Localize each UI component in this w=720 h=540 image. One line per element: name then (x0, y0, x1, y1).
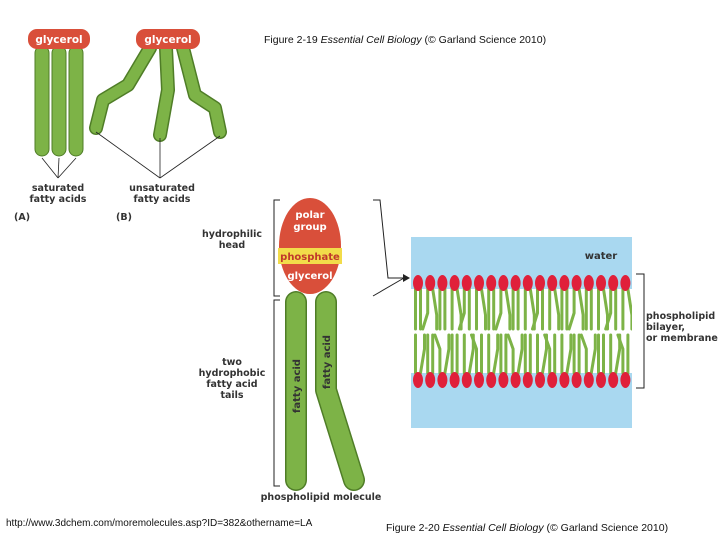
lipid-head-top (425, 275, 436, 291)
lipid-head-bottom (535, 372, 545, 388)
lipid-tail (457, 287, 466, 331)
lipid-head-bottom (608, 372, 619, 388)
lipid-head-top (486, 275, 497, 291)
lipid-tail (553, 287, 561, 331)
brackets (273, 199, 280, 487)
lipid-head-top (547, 275, 558, 291)
lipid-tail (480, 287, 487, 331)
lipid-tail (443, 333, 451, 375)
panel-b-label: (B) (116, 212, 132, 223)
glycerol-head-a: glycerol (28, 29, 90, 49)
lipid-tail (433, 333, 442, 375)
panel-a-label: (A) (14, 212, 31, 223)
connector-arrows (372, 199, 410, 297)
glycerol-head-b: glycerol (136, 29, 200, 49)
fatty-acid-label-2: fatty acid (322, 335, 333, 389)
lipid-head-top (413, 275, 423, 291)
lipid-head-top (437, 275, 448, 291)
polar-head (278, 198, 342, 294)
lipid-head-bottom (425, 372, 436, 388)
source-url[interactable]: http://www.3dchem.com/moremolecules.asp?… (6, 518, 313, 529)
lipid-tail (626, 287, 632, 331)
lipid-head-top (583, 275, 594, 291)
lipid-tail (543, 333, 552, 375)
polar-group-label-2: group (293, 222, 326, 233)
lipid-head-bottom (583, 372, 594, 388)
lipid-tail (494, 287, 503, 331)
lipid-tail (504, 287, 512, 331)
lipid-head-bottom (474, 372, 484, 388)
lipid-head-bottom (620, 372, 631, 388)
membrane-bilayer: water (411, 237, 632, 428)
lipid-tail (431, 287, 439, 331)
water-label: water (585, 251, 618, 262)
saturated-tails (34, 45, 84, 157)
figure-2-19-caption: Figure 2-19 Essential Cell Biology (© Ga… (264, 34, 547, 46)
lipid-head-top (571, 275, 582, 291)
svg-text:glycerol: glycerol (35, 34, 82, 46)
phospholipid-molecule: fatty acid fatty acid polar group phosph… (273, 198, 365, 491)
lipid-head-bottom (498, 372, 509, 388)
lipid-head-bottom (449, 372, 460, 388)
lipid-head-bottom (547, 372, 558, 388)
lipid-molecules (413, 275, 632, 388)
hydrophobic-tails-label: two hydrophobic fatty acid tails (198, 357, 266, 401)
lipid-tail (531, 287, 539, 331)
lipid-head-bottom (571, 372, 582, 388)
fatty-acids-diagram: glycerol glycerol (28, 29, 227, 179)
lipid-head-top (461, 275, 472, 291)
lipid-tail (589, 333, 597, 375)
pointer-lines (41, 131, 221, 179)
lipid-head-bottom (559, 372, 570, 388)
phosphate-label: phosphate (280, 252, 340, 263)
lipid-tail (565, 333, 573, 375)
lipid-head-bottom (596, 372, 606, 388)
book-title: Essential Cell Biology (442, 522, 544, 534)
lipid-tail (419, 333, 426, 375)
lipid-tail (604, 287, 613, 331)
lipid-head-top (449, 275, 460, 291)
lipid-tail (579, 333, 588, 375)
lipid-head-top (510, 275, 521, 291)
lipid-head-bottom (461, 372, 472, 388)
lipid-tail (470, 333, 478, 375)
polar-group-label: polar (295, 210, 324, 221)
unsaturated-tails (89, 41, 227, 142)
bilayer-bracket (636, 273, 645, 389)
lipid-head-bottom (522, 372, 533, 388)
lipid-tail (492, 333, 500, 375)
book-title: Essential Cell Biology (320, 34, 422, 46)
lipid-head-top (535, 275, 545, 291)
lipid-tail (421, 287, 430, 331)
figure-2-20-caption: Figure 2-20 Essential Cell Biology (© Ga… (386, 522, 669, 534)
phospholipid-molecule-label: phospholipid molecule (260, 492, 382, 503)
lipid-head-top (522, 275, 533, 291)
lipid-head-top (498, 275, 509, 291)
fatty-acid-tails (285, 291, 365, 491)
bilayer-label: phospholipid bilayer, or membrane (646, 311, 718, 344)
lipid-head-top (608, 275, 619, 291)
lipid-head-bottom (510, 372, 521, 388)
lipid-head-top (559, 275, 570, 291)
lipid-tail (506, 333, 515, 375)
glycerol-label: glycerol (287, 271, 332, 282)
lipid-head-bottom (486, 372, 497, 388)
lipid-head-bottom (413, 372, 423, 388)
svg-text:glycerol: glycerol (144, 34, 191, 46)
lipid-tail (616, 333, 625, 375)
lipid-tail (567, 287, 576, 331)
lipid-head-top (474, 275, 484, 291)
lipid-head-top (620, 275, 631, 291)
lipid-tail (577, 287, 585, 331)
fatty-acid-label-1: fatty acid (292, 359, 303, 413)
lipid-head-top (596, 275, 606, 291)
lipid-head-bottom (437, 372, 448, 388)
lipid-tail (516, 333, 524, 375)
